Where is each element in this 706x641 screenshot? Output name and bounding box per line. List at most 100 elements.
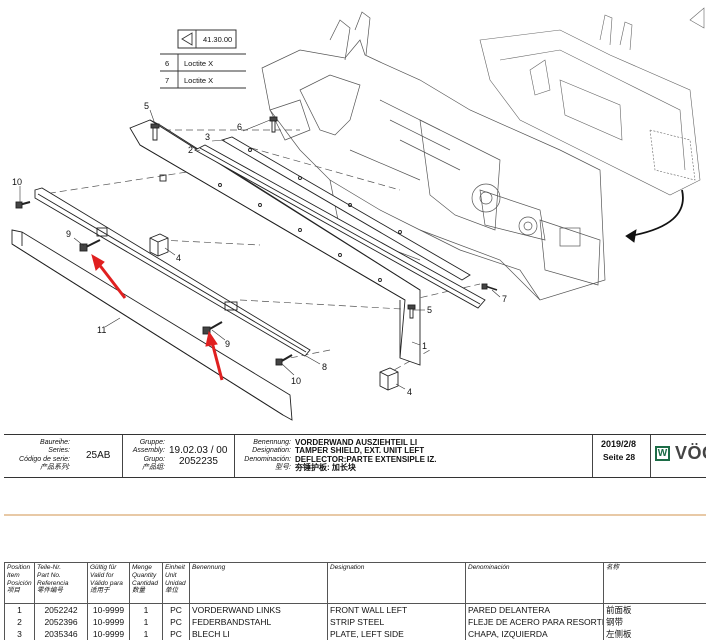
- cell-denominacion: CHAPA, IZQUIERDA: [465, 628, 604, 640]
- header-denominacion: Denominación: [465, 562, 604, 604]
- callout-9-left: 9: [66, 229, 71, 239]
- cell-unit: PC: [162, 628, 190, 640]
- callout-leaders: [19, 109, 501, 390]
- cell-chinese-name: 前面板: [603, 603, 706, 616]
- cell-quantity: 1: [129, 628, 163, 640]
- header-designation: Designation: [327, 562, 466, 604]
- header-unit-line: 单位: [165, 587, 178, 595]
- logo-section: W VÖG: [650, 435, 706, 477]
- red-arrows: [91, 253, 224, 381]
- header-unit-line: Unidad: [165, 579, 186, 587]
- callout-10-bottom: 10: [291, 376, 301, 386]
- benennung-section: Benennung: Designation: Denominación: 型号…: [234, 435, 593, 477]
- header-chinese-name: 名称: [603, 562, 706, 604]
- part-11-deflector: [11, 229, 293, 421]
- cell-position: 3: [4, 628, 35, 640]
- part-2-strip: [194, 144, 486, 309]
- header-valid-for-line: Válido para: [90, 579, 123, 587]
- header-unit-line: Einheit: [165, 564, 185, 571]
- header-benennung: Benennung: [189, 562, 328, 604]
- header-position-line: 项目: [7, 587, 20, 595]
- page-number: Seite 28: [603, 452, 636, 462]
- callout-4-bottom: 4: [407, 387, 412, 397]
- callout-1: 1: [422, 341, 427, 351]
- cell-valid-for: 10-9999: [87, 603, 130, 616]
- gruppe-label-en: Assembly:: [132, 447, 165, 455]
- cell-chinese-name: 左侧板: [603, 628, 706, 640]
- header-quantity-line: Menge: [132, 564, 152, 571]
- benennung-label-de: Benennung:: [253, 439, 291, 446]
- date-page-section: 2019/2/8 Seite 28: [592, 435, 651, 477]
- header-position-line: Posición: [7, 579, 32, 587]
- section-separator: [4, 514, 706, 516]
- header-part-no-line: Teile-Nr.: [37, 564, 62, 571]
- gruppe-value-1: 19.02.03 / 00: [169, 445, 228, 456]
- header-valid-for-line: Valid for: [90, 571, 114, 579]
- header-part-no-line: Referencia: [37, 579, 69, 587]
- benennung-zh: 夯锤护板: 加长块: [295, 463, 356, 473]
- header-unit-line: Unit: [165, 571, 177, 579]
- cell-benennung: BLECH LI: [189, 628, 328, 640]
- cell-unit: PC: [162, 603, 190, 616]
- callout-3: 3: [205, 132, 210, 142]
- header-quantity-line: Quantity: [132, 571, 157, 579]
- header-quantity-line: Cantidad: [132, 579, 159, 587]
- box-row-1-text: Loctite X: [184, 59, 213, 68]
- exploded-drawing: 41.30.00 6 Loctite X 7 Loctite X 5 6 3 2…: [11, 7, 705, 421]
- benennung-es: DEFLECTOR:PARTE EXTENSIPLE IZ.: [295, 454, 437, 464]
- baureihe-label-es: Código de serie:: [19, 455, 70, 463]
- header-position-line: Position: [7, 564, 31, 571]
- header-designation-line: Designation: [330, 564, 365, 571]
- cell-position: 1: [4, 603, 35, 616]
- cell-unit: PC: [162, 616, 190, 628]
- cell-quantity: 1: [129, 616, 163, 628]
- benennung-en: TAMPER SHIELD, EXT. UNIT LEFT: [295, 446, 425, 456]
- baureihe-label-de: Baureihe:: [40, 439, 70, 446]
- header-position-line: Item: [7, 571, 20, 579]
- baureihe-label-zh: 产品系列:: [40, 464, 70, 472]
- baureihe-label-en: Series:: [48, 447, 70, 455]
- logo-icon: W: [655, 446, 670, 461]
- gruppe-value-2: 2052235: [179, 456, 218, 467]
- cell-benennung: FEDERBANDSTAHL: [189, 616, 328, 628]
- callout-11: 11: [97, 325, 106, 335]
- callout-2: 2: [188, 145, 193, 155]
- header-part-no-line: 零件编号: [37, 587, 63, 595]
- cell-designation: STRIP STEEL: [327, 616, 466, 628]
- cell-position: 2: [4, 616, 35, 628]
- title-block: Baureihe: Series: Código de serie: 产品系列:…: [4, 434, 706, 478]
- cell-benennung: VORDERWAND LINKS: [189, 603, 328, 616]
- callout-5-top: 5: [144, 101, 149, 111]
- callout-6: 6: [237, 122, 242, 132]
- header-valid-for-line: 适用于: [90, 587, 110, 595]
- part-1-front-wall: [129, 119, 421, 366]
- benennung-label-es: Denominación:: [244, 455, 291, 463]
- cell-denominacion: PARED DELANTERA: [465, 603, 604, 616]
- cell-valid-for: 10-9999: [87, 616, 130, 628]
- detail-arrow: [629, 189, 684, 237]
- header-quantity-line: 数量: [132, 587, 145, 595]
- cell-quantity: 1: [129, 603, 163, 616]
- cell-part-no: 2052396: [34, 616, 88, 628]
- header-benennung-line: Benennung: [192, 564, 226, 571]
- callout-10-left: 10: [12, 177, 22, 187]
- cell-part-no: 2035346: [34, 628, 88, 640]
- benennung-label-zh: 型号:: [275, 464, 291, 472]
- cell-denominacion: FLEJE DE ACERO PARA RESORTES: [465, 616, 604, 628]
- document-date: 2019/2/8: [601, 439, 637, 449]
- callout-8: 8: [322, 362, 327, 372]
- benennung-label-en: Designation:: [252, 447, 291, 455]
- gruppe-label-es: Grupo:: [143, 455, 165, 463]
- callout-5-right: 5: [427, 305, 432, 315]
- box-row-1-no: 6: [165, 59, 169, 68]
- gruppe-section: Gruppe: Assembly: Grupo: 产品组: 19.02.03 /…: [122, 435, 235, 477]
- part-3-plate: [220, 136, 471, 281]
